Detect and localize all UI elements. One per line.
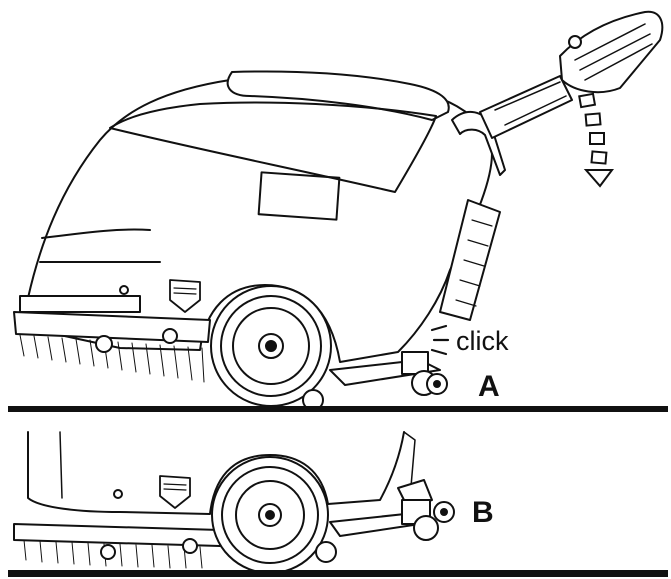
ground-line-b — [8, 570, 668, 577]
handle-knob-a — [568, 35, 582, 49]
machine-view-b — [13, 431, 455, 574]
screw-b — [113, 489, 123, 499]
front-brush-a — [13, 295, 211, 383]
support-wheel-b — [315, 541, 337, 563]
handle-grip-a — [559, 10, 664, 94]
dashed-curved-arrow-down-icon — [578, 92, 614, 188]
position-a-label: A — [478, 370, 500, 403]
filter-badge-b — [159, 475, 191, 509]
squeegee-bracket-a — [439, 199, 501, 321]
filter-badge-a — [169, 279, 201, 313]
position-b-label: B — [472, 496, 494, 529]
handle-arm-a — [479, 75, 573, 139]
label-plate-a — [257, 171, 341, 221]
squeegee-a — [329, 351, 448, 396]
machine-lid-a — [226, 70, 450, 121]
machine-skirt-a — [39, 228, 161, 263]
machine-view-a — [13, 10, 664, 411]
screw-a — [119, 285, 129, 295]
squeegee-b — [329, 479, 455, 541]
rear-wheel-b — [211, 456, 329, 574]
ground-line-a — [8, 406, 668, 412]
sound-burst-lines-icon — [430, 324, 450, 356]
rear-wheel-a — [210, 285, 332, 407]
front-brush-b — [13, 523, 221, 569]
tank-panel-a — [109, 101, 437, 193]
click-label: click — [456, 326, 509, 356]
